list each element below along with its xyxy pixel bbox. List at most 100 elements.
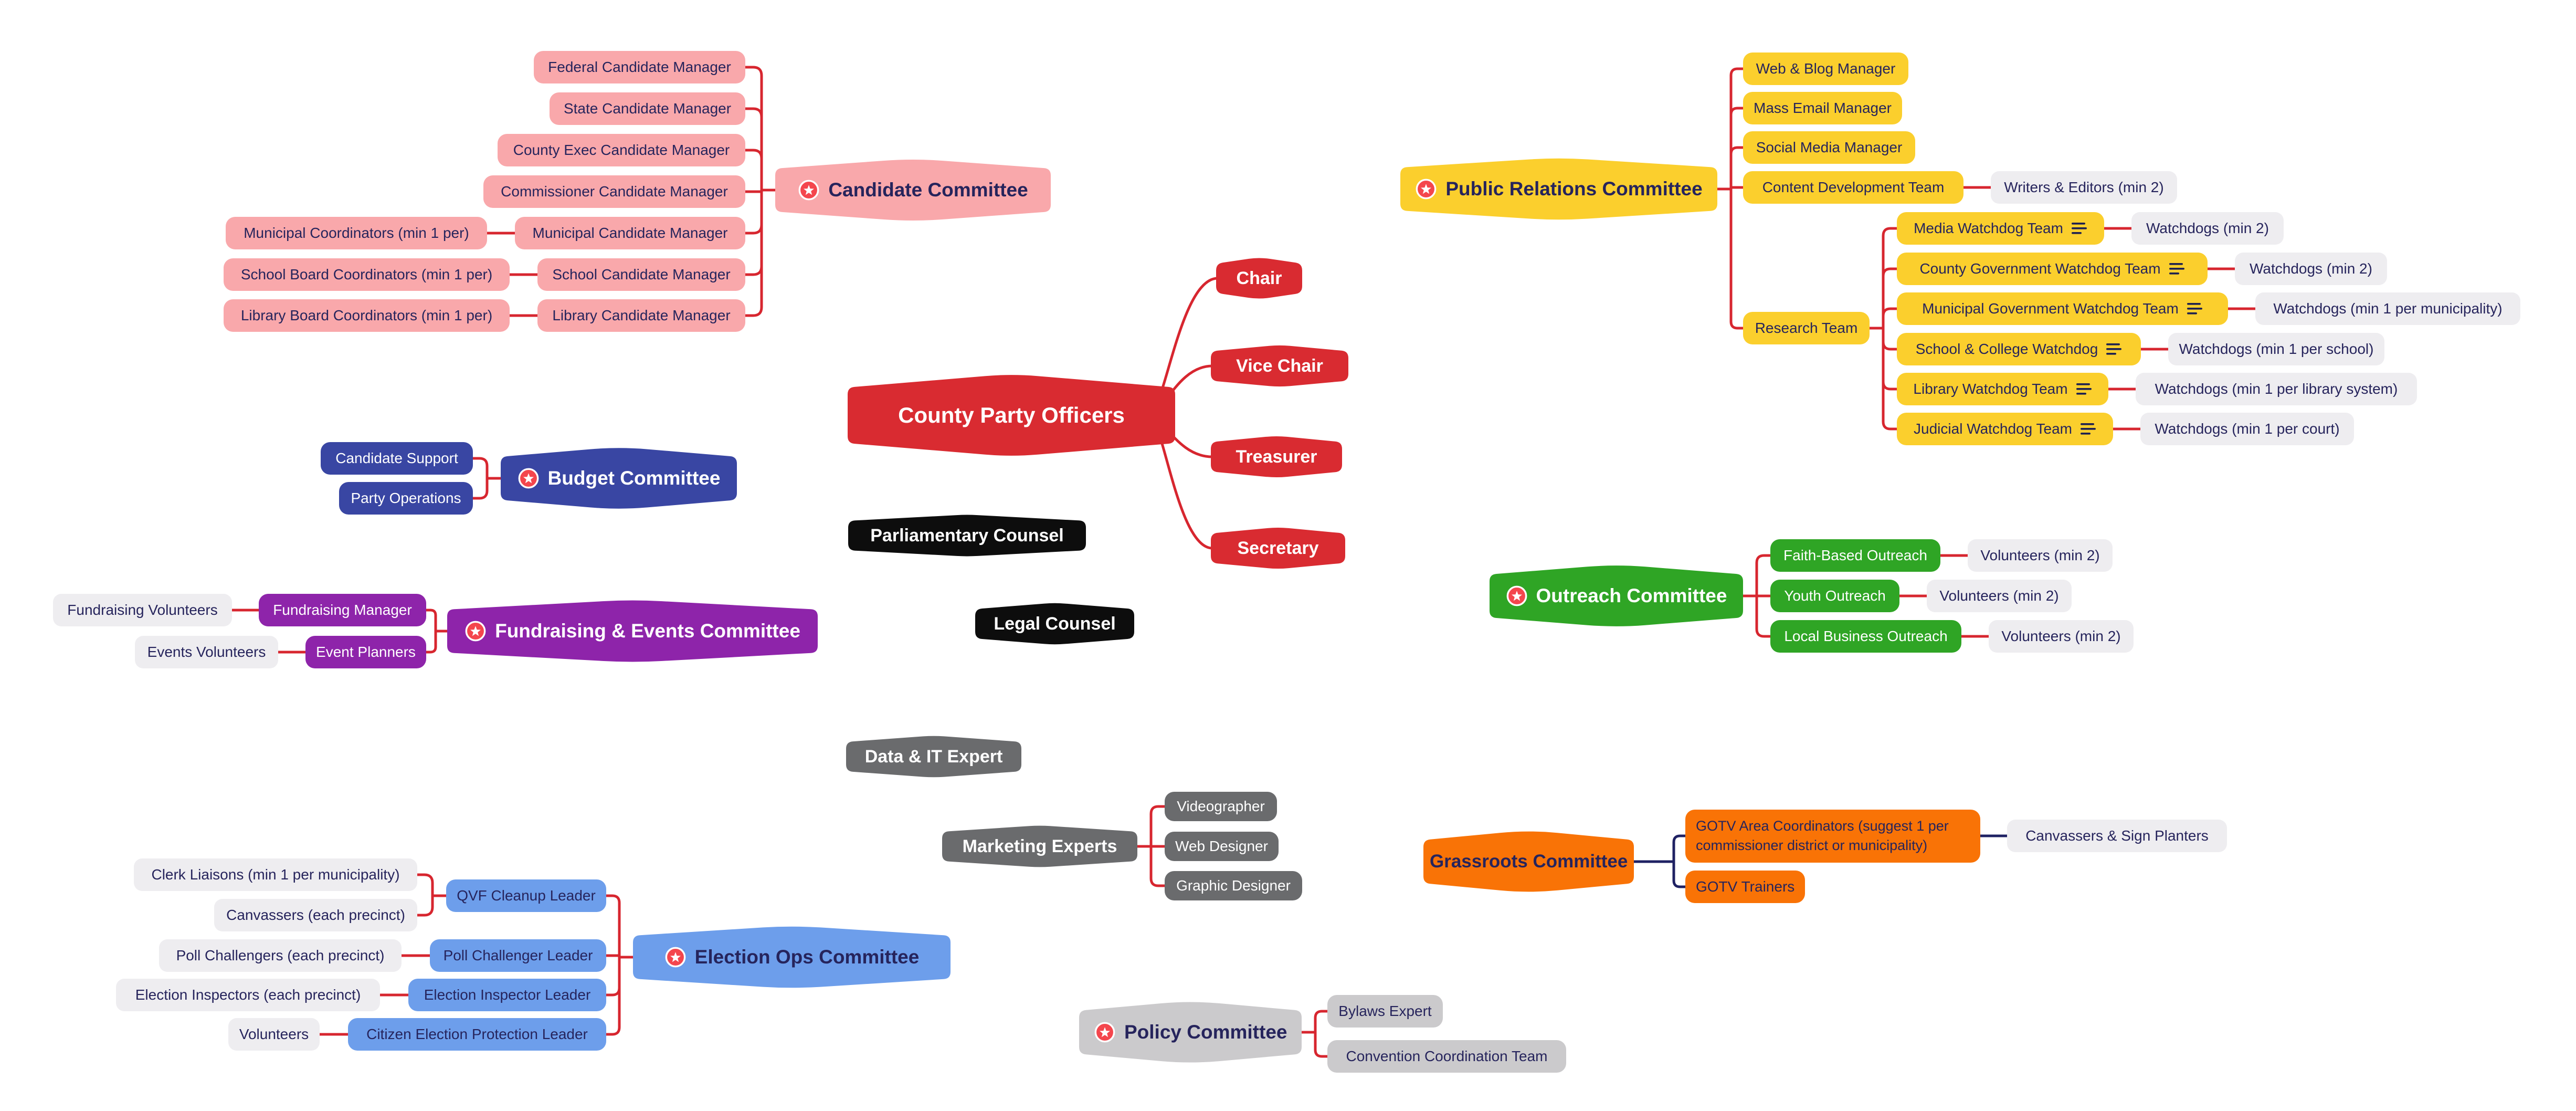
topic-label: Legal Counsel: [994, 613, 1116, 634]
topic-label: Citizen Election Protection Leader: [366, 1026, 588, 1042]
topic-municoord[interactable]: Municipal Coordinators (min 1 per): [226, 217, 487, 249]
topic-label: Library Watchdog Team: [1913, 381, 2068, 397]
connector: [604, 894, 621, 959]
topic-eventsvol[interactable]: Events Volunteers: [135, 636, 278, 668]
topic-wd5[interactable]: Watchdogs (min 1 per library system): [2136, 373, 2417, 405]
topic-webdesigner[interactable]: Web Designer: [1165, 832, 1279, 861]
topic-shape-path: [775, 160, 1051, 221]
topic-canvprecinct[interactable]: Canvassers (each precinct): [214, 899, 417, 931]
topic-volunteers[interactable]: Volunteers: [228, 1018, 320, 1051]
topic-librarywd[interactable]: Library Watchdog Team: [1897, 373, 2108, 405]
topic-shape: [447, 600, 818, 662]
topic-marketing[interactable]: Marketing Experts: [942, 825, 1137, 867]
topic-massemail[interactable]: Mass Email Manager: [1743, 92, 1902, 124]
topic-label: Poll Challengers (each precinct): [176, 947, 385, 963]
topic-datait[interactable]: Data & IT Expert: [846, 736, 1021, 778]
topic-budget[interactable]: Budget Committee: [501, 447, 737, 510]
topic-commissioner[interactable]: Commissioner Candidate Manager: [483, 175, 745, 208]
topic-candsupport[interactable]: Candidate Support: [321, 442, 473, 475]
topic-muniwd[interactable]: Municipal Government Watchdog Team: [1897, 292, 2228, 325]
topic-policy[interactable]: Policy Committee: [1079, 1001, 1302, 1064]
topic-eventplanners[interactable]: Event Planners: [305, 636, 426, 668]
topic-label: Municipal Government Watchdog Team: [1922, 300, 2179, 317]
topic-label: Web Designer: [1175, 838, 1268, 854]
topic-countyexec[interactable]: County Exec Candidate Manager: [498, 134, 745, 166]
topic-wd1[interactable]: Watchdogs (min 2): [2131, 212, 2284, 245]
topic-shape: [633, 926, 951, 988]
topic-cepleader[interactable]: Citizen Election Protection Leader: [348, 1018, 606, 1051]
topic-judicialwd[interactable]: Judicial Watchdog Team: [1897, 413, 2113, 445]
topic-socialmedia[interactable]: Social Media Manager: [1743, 131, 1915, 164]
topic-countywd[interactable]: County Government Watchdog Team: [1897, 253, 2208, 285]
topic-wd4[interactable]: Watchdogs (min 1 per school): [2168, 333, 2384, 365]
topic-outreach[interactable]: Outreach Committee: [1490, 564, 1743, 627]
topic-ovol3[interactable]: Volunteers (min 2): [1989, 620, 2134, 653]
topic-fundvol[interactable]: Fundraising Volunteers: [53, 594, 232, 626]
topic-pollleader[interactable]: Poll Challenger Leader: [430, 939, 606, 972]
topic-localbiz[interactable]: Local Business Outreach: [1770, 620, 1961, 653]
topic-convention[interactable]: Convention Coordination Team: [1327, 1040, 1566, 1073]
topic-shape: [848, 375, 1175, 456]
topic-statecm[interactable]: State Candidate Manager: [550, 92, 745, 125]
topic-qvf[interactable]: QVF Cleanup Leader: [446, 879, 606, 912]
topic-videographer[interactable]: Videographer: [1165, 792, 1277, 821]
topic-chair[interactable]: Chair: [1216, 257, 1302, 299]
topic-ovol1[interactable]: Volunteers (min 2): [1968, 539, 2113, 572]
topic-graphicdesigner[interactable]: Graphic Designer: [1165, 871, 1302, 900]
topic-central[interactable]: County Party Officers: [848, 374, 1175, 457]
topic-legal[interactable]: Legal Counsel: [975, 603, 1134, 645]
topic-vicechair[interactable]: Vice Chair: [1211, 345, 1348, 387]
topic-label: Candidate Support: [335, 450, 458, 466]
topic-partyops[interactable]: Party Operations: [339, 482, 473, 515]
topic-label: Library Candidate Manager: [552, 307, 731, 323]
topic-bylaws[interactable]: Bylaws Expert: [1327, 995, 1443, 1028]
topic-secretary[interactable]: Secretary: [1211, 527, 1345, 569]
topic-pr[interactable]: Public Relations Committee: [1400, 158, 1717, 221]
topic-candidate[interactable]: Candidate Committee: [775, 159, 1051, 222]
topic-canvassers[interactable]: Canvassers & Sign Planters: [2007, 820, 2227, 852]
connector: [1729, 187, 1746, 330]
topic-librarycoord[interactable]: Library Board Coordinators (min 1 per): [224, 299, 510, 332]
topic-faith[interactable]: Faith-Based Outreach: [1770, 539, 1940, 572]
topic-parliamentary[interactable]: Parliamentary Counsel: [848, 515, 1086, 557]
notes-icon-line: [2187, 308, 2202, 310]
notes-icon: [2071, 223, 2087, 234]
topic-fundmgr[interactable]: Fundraising Manager: [259, 594, 426, 626]
topic-electionops[interactable]: Election Ops Committee: [633, 926, 951, 989]
topic-pollchal[interactable]: Poll Challengers (each precinct): [159, 939, 402, 972]
topic-label: Marketing Experts: [962, 836, 1117, 856]
notes-icon-line: [2169, 268, 2184, 270]
star-icon-star: [1100, 1027, 1110, 1037]
topic-label: Content Development Team: [1762, 179, 1945, 195]
topic-municipalcm[interactable]: Municipal Candidate Manager: [515, 217, 745, 249]
topic-wd3[interactable]: Watchdogs (min 1 per municipality): [2255, 292, 2520, 325]
topic-mediawd[interactable]: Media Watchdog Team: [1897, 212, 2104, 245]
topic-grassroots[interactable]: Grassroots Committee: [1423, 830, 1634, 893]
topic-inspleader[interactable]: Election Inspector Leader: [408, 979, 606, 1011]
topic-gotvarea[interactable]: GOTV Area Coordinators (suggest 1 per co…: [1685, 809, 1980, 863]
topic-schoolwd[interactable]: School & College Watchdog: [1897, 333, 2141, 365]
notes-icon-line: [2080, 428, 2096, 430]
topic-ovol2[interactable]: Volunteers (min 2): [1927, 580, 2072, 612]
topic-fundraising[interactable]: Fundraising & Events Committee: [447, 600, 818, 663]
topic-label: Watchdogs (min 2): [2146, 220, 2269, 236]
topic-gotvtrainers[interactable]: GOTV Trainers: [1685, 871, 1806, 903]
topic-clerkliaisons[interactable]: Clerk Liaisons (min 1 per municipality): [134, 858, 417, 891]
topic-label: County Party Officers: [898, 403, 1125, 427]
topic-librarycm[interactable]: Library Candidate Manager: [537, 299, 745, 332]
topic-schoolcoord[interactable]: School Board Coordinators (min 1 per): [224, 258, 510, 291]
topic-wd6[interactable]: Watchdogs (min 1 per court): [2140, 413, 2354, 445]
topic-shape: [1216, 258, 1302, 299]
topic-wd2[interactable]: Watchdogs (min 2): [2235, 253, 2387, 285]
topic-fedcm[interactable]: Federal Candidate Manager: [534, 51, 745, 83]
topic-schoolcm[interactable]: School Candidate Manager: [537, 258, 745, 291]
topic-electinsp[interactable]: Election Inspectors (each precinct): [116, 979, 380, 1011]
topic-writers[interactable]: Writers & Editors (min 2): [1991, 171, 2177, 204]
topic-contentdev[interactable]: Content Development Team: [1743, 171, 1963, 204]
topic-webblog[interactable]: Web & Blog Manager: [1743, 53, 1908, 85]
topic-youth[interactable]: Youth Outreach: [1770, 580, 1899, 612]
topic-research[interactable]: Research Team: [1743, 312, 1870, 344]
topic-treasurer[interactable]: Treasurer: [1211, 436, 1342, 478]
connector: [1755, 554, 1773, 598]
